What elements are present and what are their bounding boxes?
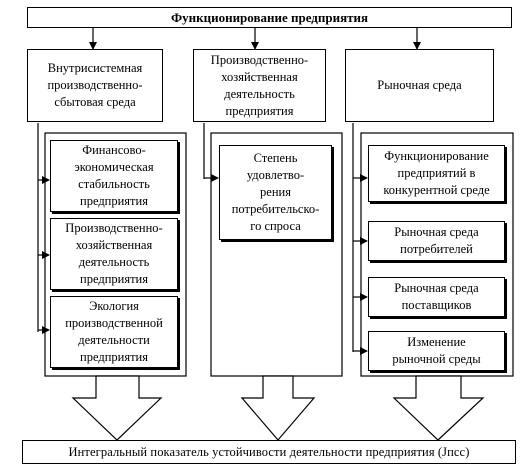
right-item-text: Рыночная среда поставщиков	[394, 281, 479, 312]
diagram-title: Функционирование предприятия	[170, 10, 369, 25]
middle-item-demand: Степень удовлетво- рения потребительско-…	[219, 145, 332, 240]
right-item-market-change: Изменение рыночной среды	[368, 331, 505, 371]
hollow-arrows	[71, 375, 485, 441]
right-column-header: Рыночная среда	[345, 49, 494, 122]
right-header-text: Рыночная среда	[377, 78, 462, 92]
diagram-title-box: Функционирование предприятия	[27, 7, 512, 28]
left-item-financial: Финансово- экономическая стабильность пр…	[50, 140, 178, 212]
right-item-consumers: Рыночная среда потребителей	[368, 221, 505, 261]
integral-indicator-box: Интегральный показатель устойчивости дея…	[22, 440, 516, 464]
right-item-text: Рыночная среда потребителей	[394, 225, 479, 256]
title-branch-lines	[89, 26, 421, 50]
left-item-production: Производственно- хозяйственная деятельно…	[50, 218, 178, 290]
left-hollow-arrow	[71, 375, 163, 441]
right-item-suppliers: Рыночная среда поставщиков	[368, 277, 505, 317]
integral-indicator-text: Интегральный показатель устойчивости дея…	[68, 444, 470, 459]
right-column-bracket	[352, 123, 368, 355]
middle-hollow-arrow	[240, 375, 316, 441]
right-item-text: Изменение рыночной среды	[392, 335, 481, 366]
left-item-text: Финансово- экономическая стабильность пр…	[74, 143, 154, 208]
middle-header-text: Производственно- хозяйственная деятельно…	[210, 52, 309, 118]
middle-item-text: Степень удовлетво- рения потребительско-…	[231, 151, 320, 233]
left-item-text: Производственно- хозяйственная деятельно…	[65, 221, 163, 286]
left-item-ecology: Экология производственной деятельности п…	[50, 296, 178, 368]
right-hollow-arrow	[392, 375, 485, 441]
left-header-text: Внутрисистемная производственно- сбытова…	[47, 61, 143, 109]
right-item-competition: Функционирование предприятий в конкурент…	[368, 145, 505, 202]
left-column-header: Внутрисистемная производственно- сбытова…	[27, 49, 163, 122]
middle-column-header: Производственно- хозяйственная деятельно…	[193, 49, 326, 122]
left-column-bracket	[37, 123, 50, 334]
left-item-text: Экология производственной деятельности п…	[65, 299, 163, 364]
right-item-text: Функционирование предприятий в конкурент…	[383, 149, 490, 197]
